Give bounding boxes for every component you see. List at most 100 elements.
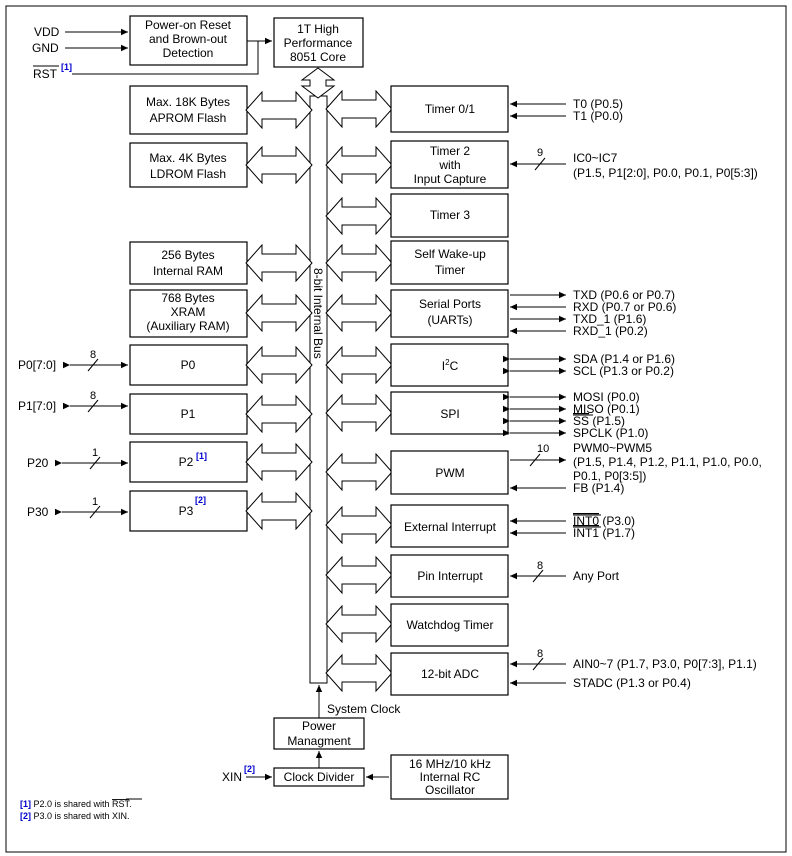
pwm-signal: PWM0~PWM5 bbox=[573, 441, 652, 455]
int1-signal: INT1 (P1.7) bbox=[573, 526, 635, 540]
aprom-label-2: APROM Flash bbox=[150, 111, 227, 125]
miso-signal: MISO (P0.1) bbox=[573, 402, 640, 416]
wakeup-label-2: Timer bbox=[435, 263, 465, 277]
timer2-label-2: with bbox=[438, 158, 460, 172]
p3-label: P3 bbox=[179, 504, 194, 518]
power-management-block bbox=[273, 717, 365, 750]
spclk-signal: SPCLK (P1.0) bbox=[573, 426, 648, 440]
core-label-1: 1T High bbox=[297, 22, 339, 36]
osc-label-2: Internal RC bbox=[420, 770, 481, 784]
p20-bits: 1 bbox=[92, 447, 98, 459]
core-block bbox=[273, 17, 364, 68]
pin-interrupt-block bbox=[390, 554, 509, 598]
stadc-signal: STADC (P1.3 or P0.4) bbox=[573, 676, 691, 690]
pwm-bits: 10 bbox=[537, 443, 549, 455]
osc-label-3: Oscillator bbox=[425, 783, 475, 797]
p0-block bbox=[129, 344, 248, 386]
power-mgmt-label-1: Power bbox=[302, 719, 336, 733]
osc-label-1: 16 MHz/10 kHz bbox=[409, 757, 491, 771]
aprom-label-1: Max. 18K Bytes bbox=[146, 95, 230, 109]
xin-label: XIN bbox=[222, 770, 242, 784]
spi-block bbox=[390, 391, 509, 435]
wdt-label: Watchdog Timer bbox=[407, 618, 494, 632]
sda-signal: SDA (P1.4 or P1.6) bbox=[573, 352, 675, 366]
power-mgmt-label-2: Managment bbox=[287, 734, 351, 748]
pwm-label: PWM bbox=[435, 466, 464, 480]
clock-divider-block bbox=[273, 767, 365, 787]
footnote-2: [2] P3.0 is shared with XIN. bbox=[20, 811, 130, 821]
fb-signal: FB (P1.4) bbox=[573, 481, 624, 495]
timer01-label: Timer 0/1 bbox=[425, 102, 476, 116]
txd-signal: TXD (P0.6 or P0.7) bbox=[573, 288, 675, 302]
pwm-pins-2: P0.1, P0[3:5]) bbox=[573, 469, 646, 483]
timer2-block bbox=[390, 140, 509, 189]
p1-label: P1 bbox=[181, 407, 196, 421]
pinint-label: Pin Interrupt bbox=[417, 569, 483, 583]
ain-signal: AIN0~7 (P1.7, P3.0, P0[7:3], P1.1) bbox=[573, 657, 757, 671]
system-clock-label: System Clock bbox=[327, 702, 401, 716]
p0-bits: 8 bbox=[90, 349, 96, 361]
rxd1-signal: RXD_1 (P0.2) bbox=[573, 324, 648, 338]
ain-bits: 8 bbox=[537, 648, 543, 660]
serial-label-1: Serial Ports bbox=[419, 297, 481, 311]
iram-label-1: 256 Bytes bbox=[161, 248, 214, 262]
power-on-reset-block bbox=[129, 15, 248, 66]
timer2-label-1: Timer 2 bbox=[430, 144, 471, 158]
core-bus-arrow bbox=[300, 67, 336, 99]
aprom-block bbox=[129, 85, 248, 135]
p30-label: P30 bbox=[27, 505, 49, 519]
scl-signal: SCL (P1.3 or P0.2) bbox=[573, 364, 674, 378]
adc-label: 12-bit ADC bbox=[421, 667, 479, 681]
wakeup-label-1: Self Wake-up bbox=[414, 247, 486, 261]
p3-block bbox=[129, 490, 248, 532]
p1-block bbox=[129, 393, 248, 435]
internal-bus bbox=[309, 95, 328, 684]
extint-label: External Interrupt bbox=[404, 520, 497, 534]
watchdog-timer-block bbox=[390, 603, 509, 647]
t0-signal: T0 (P0.5) bbox=[573, 97, 623, 111]
clock-divider-label: Clock Divider bbox=[284, 770, 355, 784]
gnd-label: GND bbox=[32, 41, 59, 55]
xin-note: [2] bbox=[244, 764, 255, 774]
internal-ram-block bbox=[129, 241, 248, 285]
xram-label-1: 768 Bytes bbox=[161, 291, 214, 305]
footnote-1: [1] P2.0 is shared with RST. bbox=[20, 799, 132, 809]
p20-label: P20 bbox=[27, 456, 49, 470]
por-label-3: Detection bbox=[163, 46, 214, 60]
external-interrupt-block bbox=[390, 504, 509, 548]
i2c-block bbox=[390, 343, 509, 387]
oscillator-block bbox=[390, 754, 509, 800]
t1-signal: T1 (P0.0) bbox=[573, 109, 623, 123]
p2-note: [1] bbox=[196, 451, 207, 461]
core-label-3: 8051 Core bbox=[290, 50, 346, 64]
p0-label: P0 bbox=[181, 358, 196, 372]
anyport-signal: Any Port bbox=[573, 569, 620, 583]
timer3-block bbox=[390, 193, 509, 238]
xram-block bbox=[129, 289, 248, 338]
rxd-signal: RXD (P0.7 or P0.6) bbox=[573, 300, 676, 314]
pwm-block bbox=[390, 450, 509, 495]
mosi-signal: MOSI (P0.0) bbox=[573, 390, 640, 404]
pinint-bits: 8 bbox=[537, 560, 543, 572]
iram-label-2: Internal RAM bbox=[153, 264, 223, 278]
pwm-pins-1: (P1.5, P1.4, P1.2, P1.1, P1.0, P0.0, bbox=[573, 455, 762, 469]
adc-block bbox=[390, 652, 509, 696]
serial-label-2: (UARTs) bbox=[427, 313, 472, 327]
por-label-1: Power-on Reset bbox=[145, 18, 232, 32]
timer3-label: Timer 3 bbox=[430, 208, 471, 222]
p30-bits: 1 bbox=[92, 496, 98, 508]
ss-signal: SS (P1.5) bbox=[573, 414, 625, 428]
rst-note: [1] bbox=[61, 62, 72, 72]
p3-note: [2] bbox=[195, 495, 206, 505]
serial-ports-block bbox=[390, 289, 509, 338]
xram-label-2: XRAM bbox=[171, 305, 206, 319]
ldrom-label-2: LDROM Flash bbox=[150, 167, 226, 181]
ldrom-label-1: Max. 4K Bytes bbox=[149, 151, 226, 165]
core-label-2: Performance bbox=[284, 36, 353, 50]
i2c-label: I2C bbox=[442, 358, 459, 373]
ic-pins: (P1.5, P1[2:0], P0.0, P0.1, P0[5:3]) bbox=[573, 166, 758, 180]
por-label-2: and Brown-out bbox=[149, 32, 228, 46]
ic-bits: 9 bbox=[537, 147, 543, 159]
p1-bits: 8 bbox=[90, 390, 96, 402]
